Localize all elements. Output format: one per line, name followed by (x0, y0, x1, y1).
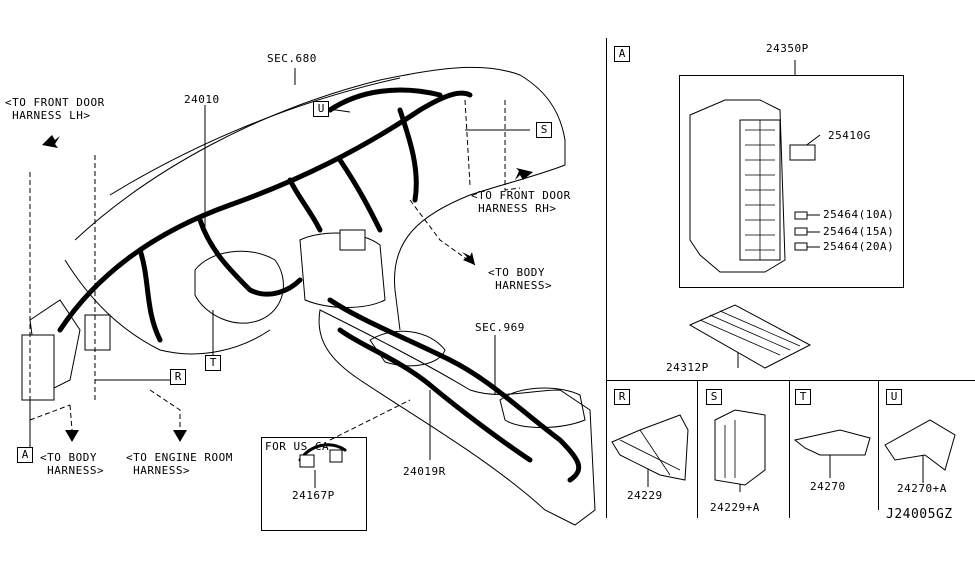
label-to-engine-room-2: HARNESS> (126, 464, 191, 477)
label-to-body-right-2: HARNESS> (488, 279, 553, 292)
label-part-24167P: 24167P (292, 489, 335, 502)
label-part-24229: 24229 (627, 489, 663, 502)
divider-s-t (789, 380, 790, 518)
label-to-front-door-rh-1: <TO FRONT DOOR (471, 189, 571, 202)
label-part-24270: 24270 (810, 480, 846, 493)
label-sheet-24312P (688, 304, 812, 369)
callout-t-detail: T (795, 389, 811, 405)
divider-horizontal-details (606, 380, 975, 381)
harness-branch-4 (337, 157, 383, 233)
bracket-24270 (793, 429, 871, 456)
dashboard-outline (74, 66, 566, 331)
label-sec-969: SEC.969 (475, 321, 525, 334)
callout-r-detail: R (614, 389, 630, 405)
harness-right-bundle (397, 107, 419, 203)
label-to-front-door-rh-2: HARNESS RH> (471, 202, 557, 215)
inset-title: FOR US,CA (265, 440, 330, 453)
label-to-body-right-1: <TO BODY (488, 266, 545, 279)
harness-branch-1 (137, 247, 163, 343)
label-to-engine-room-1: <TO ENGINE ROOM (126, 451, 233, 464)
bracket-24229 (611, 414, 689, 481)
callout-r[interactable]: R (170, 369, 186, 385)
harness-branch-3 (287, 177, 323, 233)
callout-s[interactable]: S (536, 122, 552, 138)
arrow-to-body-right (462, 252, 475, 265)
label-to-body-bottom-2: HARNESS> (40, 464, 105, 477)
label-part-24312P: 24312P (666, 361, 709, 374)
divider-r-s (697, 380, 698, 518)
label-part-25410G: 25410G (828, 129, 871, 142)
callout-u-detail: U (886, 389, 902, 405)
left-fuse-block (21, 334, 55, 401)
harness-console-24019R (327, 297, 582, 483)
dashboard-top-edge (109, 77, 401, 196)
callout-a-detail: A (614, 46, 630, 62)
arrow-to-front-door-rh (515, 168, 533, 180)
console-shifter (369, 330, 446, 367)
label-to-body-bottom-1: <TO BODY (40, 451, 97, 464)
label-part-25464-20a: 25464(20A) (823, 240, 895, 253)
relay-25410G (789, 144, 816, 161)
label-sec-680: SEC.680 (267, 52, 317, 65)
console-armrest (499, 387, 586, 428)
bracket-24270A (884, 419, 956, 471)
label-to-front-door-lh-2: HARNESS LH> (5, 109, 91, 122)
harness-branch-2 (197, 217, 303, 297)
center-console-outline (318, 309, 596, 526)
arrow-to-body-bottom (65, 430, 79, 442)
inset-for-us-ca: FOR US,CA 24167P (261, 437, 367, 531)
label-part-25464-10a: 25464(10A) (823, 208, 895, 221)
callout-t[interactable]: T (205, 355, 221, 371)
arrow-to-engine-room (173, 430, 187, 442)
steering-area (194, 250, 284, 324)
label-part-24010: 24010 (184, 93, 220, 106)
callout-s-detail: S (706, 389, 722, 405)
fuse-10a (794, 211, 808, 220)
callout-a-main[interactable]: A (17, 447, 33, 463)
label-part-24270-a: 24270+A (897, 482, 947, 495)
main-harness-24010 (57, 90, 473, 333)
fuse-15a (794, 227, 808, 236)
divider-vertical-main (606, 38, 607, 518)
center-stack (299, 232, 386, 308)
label-to-front-door-lh-1: <TO FRONT DOOR (5, 96, 105, 109)
label-part-24019R: 24019R (403, 465, 446, 478)
diagram-id: J24005GZ (886, 507, 953, 522)
arrow-to-front-door-lh (42, 135, 60, 148)
harness-console-branch (337, 327, 533, 463)
label-part-24229-a: 24229+A (710, 501, 760, 514)
harness-top-loop (327, 87, 443, 113)
bracket-24229A (714, 409, 766, 486)
divider-t-u (878, 380, 879, 510)
label-part-25464-15a: 25464(15A) (823, 225, 895, 238)
label-assembly-24350P: 24350P (766, 42, 809, 55)
fuse-20a (794, 242, 808, 251)
callout-u[interactable]: U (313, 101, 329, 117)
fuse-block-frame (679, 75, 904, 288)
